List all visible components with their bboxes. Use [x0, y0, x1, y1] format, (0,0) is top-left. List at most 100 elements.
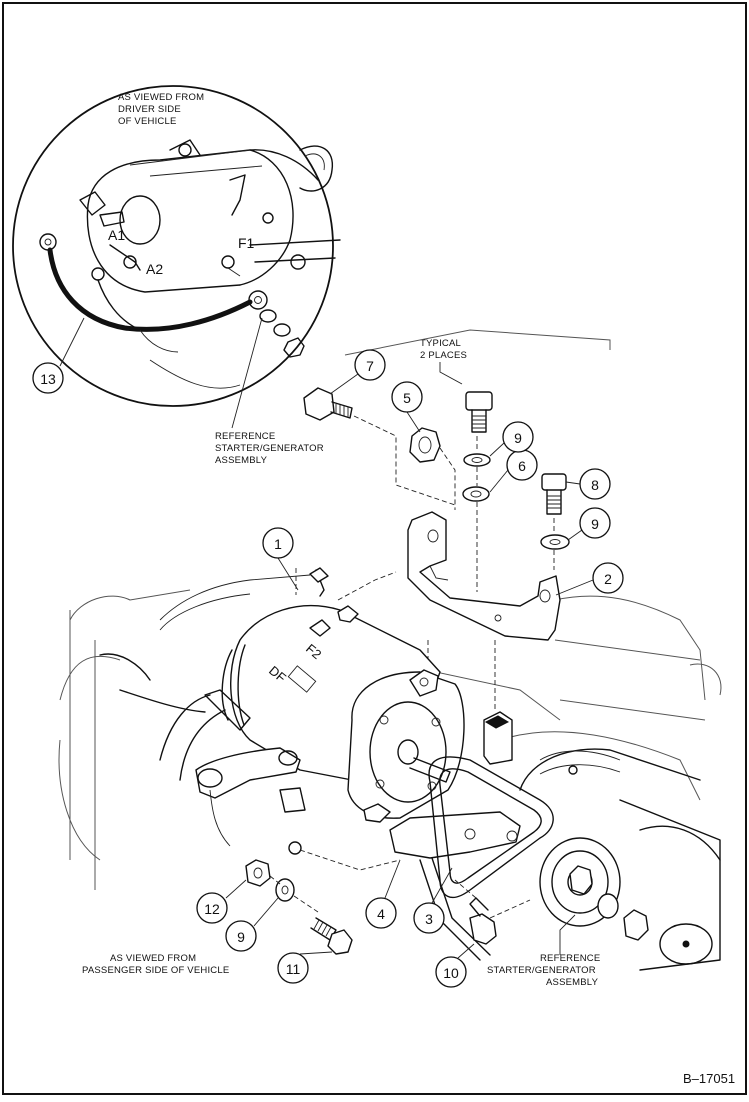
- inset-top-fitting: [169, 139, 201, 156]
- harness-wire-1: [159, 694, 211, 761]
- callout-number-10: 10: [443, 965, 459, 981]
- typical-caption: TYPICAL 2 PLACES: [420, 338, 467, 361]
- dash-lower-left: [269, 875, 319, 913]
- callout-number-11: 11: [286, 961, 301, 977]
- dash-5: [439, 447, 456, 510]
- callout-balloon-8: [579, 468, 611, 500]
- belt-3-inner: [439, 768, 542, 884]
- harness-wire-2: [179, 709, 226, 781]
- bracket-2-body: [407, 511, 561, 641]
- washer-9-lower: [275, 878, 295, 902]
- cable-13-ring-left-hole: [44, 238, 52, 246]
- typical-leader: [439, 362, 463, 385]
- inset-bracket: [249, 239, 341, 263]
- linkage-nut: [288, 841, 302, 855]
- inset-top-nut: [178, 143, 192, 157]
- part-9-mid-washer: [540, 534, 570, 550]
- inset-nut: [283, 337, 305, 358]
- starter-end-face: [369, 701, 447, 803]
- part-4-bracket: [389, 811, 521, 859]
- end-bolt-3: [427, 781, 437, 791]
- callout-leader-13: [59, 317, 85, 367]
- part-12-nut: [245, 859, 271, 887]
- linkage-arm-eye: [197, 768, 223, 788]
- ghost-left-lower: [58, 739, 101, 861]
- callout-leader-11: [299, 951, 333, 955]
- inset-pulley: [299, 145, 334, 192]
- bolt-7-threads: [335, 404, 349, 417]
- pulley-nut: [569, 865, 593, 895]
- callout-leader-6: [489, 469, 509, 493]
- bolt-8-upper-shank: [471, 409, 487, 433]
- bracket-2-hole-left: [427, 529, 439, 543]
- washer-9-upper: [463, 453, 491, 467]
- bolt-8-head: [541, 473, 567, 491]
- callout-number-4: 4: [377, 906, 385, 922]
- engine-housing-rib: [639, 825, 721, 861]
- engine-cover: [659, 923, 713, 965]
- callout-number-9: 9: [591, 516, 599, 532]
- mount-block-top: [484, 715, 510, 729]
- part-1-starter-generator: F2 DF: [221, 567, 465, 823]
- engine-pulley: [519, 748, 721, 971]
- bolt-8-shank: [546, 489, 562, 515]
- callout-leader-1: [277, 557, 299, 591]
- terminal-a1-label: A1: [108, 227, 125, 243]
- starter-lower-foot: [363, 803, 391, 823]
- callout-leader-8: [565, 481, 581, 485]
- starter-name-plate: [287, 665, 317, 693]
- ghost-engine-top: [499, 731, 701, 801]
- linkage-arm: [195, 747, 306, 855]
- engine-fins: [539, 750, 621, 775]
- driver-view-caption: AS VIEWED FROM DRIVER SIDE OF VEHICLE: [118, 92, 207, 127]
- ghost-right-top: [554, 595, 706, 701]
- callout-number-9: 9: [514, 430, 522, 446]
- nut-12: [245, 859, 271, 887]
- part-5-nut: [409, 427, 441, 463]
- inset-term-post: [79, 191, 106, 216]
- part-11-bolt: [310, 917, 353, 955]
- starter-f2-mark: F2: [303, 641, 324, 662]
- cable-13: [47, 247, 253, 332]
- callout-number-12: 12: [204, 901, 220, 917]
- callout-leader-9: [489, 442, 505, 457]
- bracket-2-hole-right: [539, 589, 551, 603]
- ghost-left-top: [69, 589, 191, 621]
- callout-leader-7: [329, 373, 359, 395]
- pulley-groove: [551, 850, 609, 914]
- harness-left: [99, 574, 311, 781]
- inset-a1-lead: [109, 244, 141, 271]
- nut-5: [409, 427, 441, 463]
- bolt-8-upper-threads: [472, 415, 486, 429]
- bracket-2-slot: [429, 565, 449, 581]
- inset-bracket-bolt: [290, 254, 306, 270]
- callout-balloon-9: [502, 421, 534, 453]
- terminal-a2-label: A2: [146, 261, 163, 277]
- callout-number-9: 9: [237, 929, 245, 945]
- callout-balloon-3: [413, 902, 445, 934]
- starter-top-stud: [337, 605, 359, 623]
- callout-number-13: 13: [40, 371, 56, 387]
- dash-lower-bracket: [299, 849, 401, 871]
- inset-motor-top: [87, 149, 319, 206]
- part-8-bolt: [541, 473, 567, 515]
- bolt-11-head: [327, 929, 353, 955]
- linkage-arm-body: [195, 747, 301, 799]
- upper-reference-caption: REFERENCE STARTER/GENERATOR ASSEMBLY: [215, 431, 327, 466]
- inset-side-fitting: [229, 174, 246, 216]
- callout-balloon-5: [391, 381, 423, 413]
- inset-motor-bottom: [86, 204, 241, 293]
- dash-7: [353, 415, 456, 506]
- part-9-upper-washer: [463, 453, 491, 467]
- harness-wire-3: [119, 689, 206, 713]
- passenger-view-caption: AS VIEWED FROM PASSENGER SIDE OF VEHICLE: [82, 953, 229, 976]
- ghost-right-frame: [554, 639, 706, 721]
- bolt-10-shank: [469, 897, 489, 917]
- callout-balloon-7: [354, 349, 386, 381]
- callout-number-8: 8: [591, 477, 599, 493]
- callout-balloon-9: [579, 507, 611, 539]
- washer-6-hole: [470, 490, 482, 498]
- callout-leader-9: [253, 897, 279, 927]
